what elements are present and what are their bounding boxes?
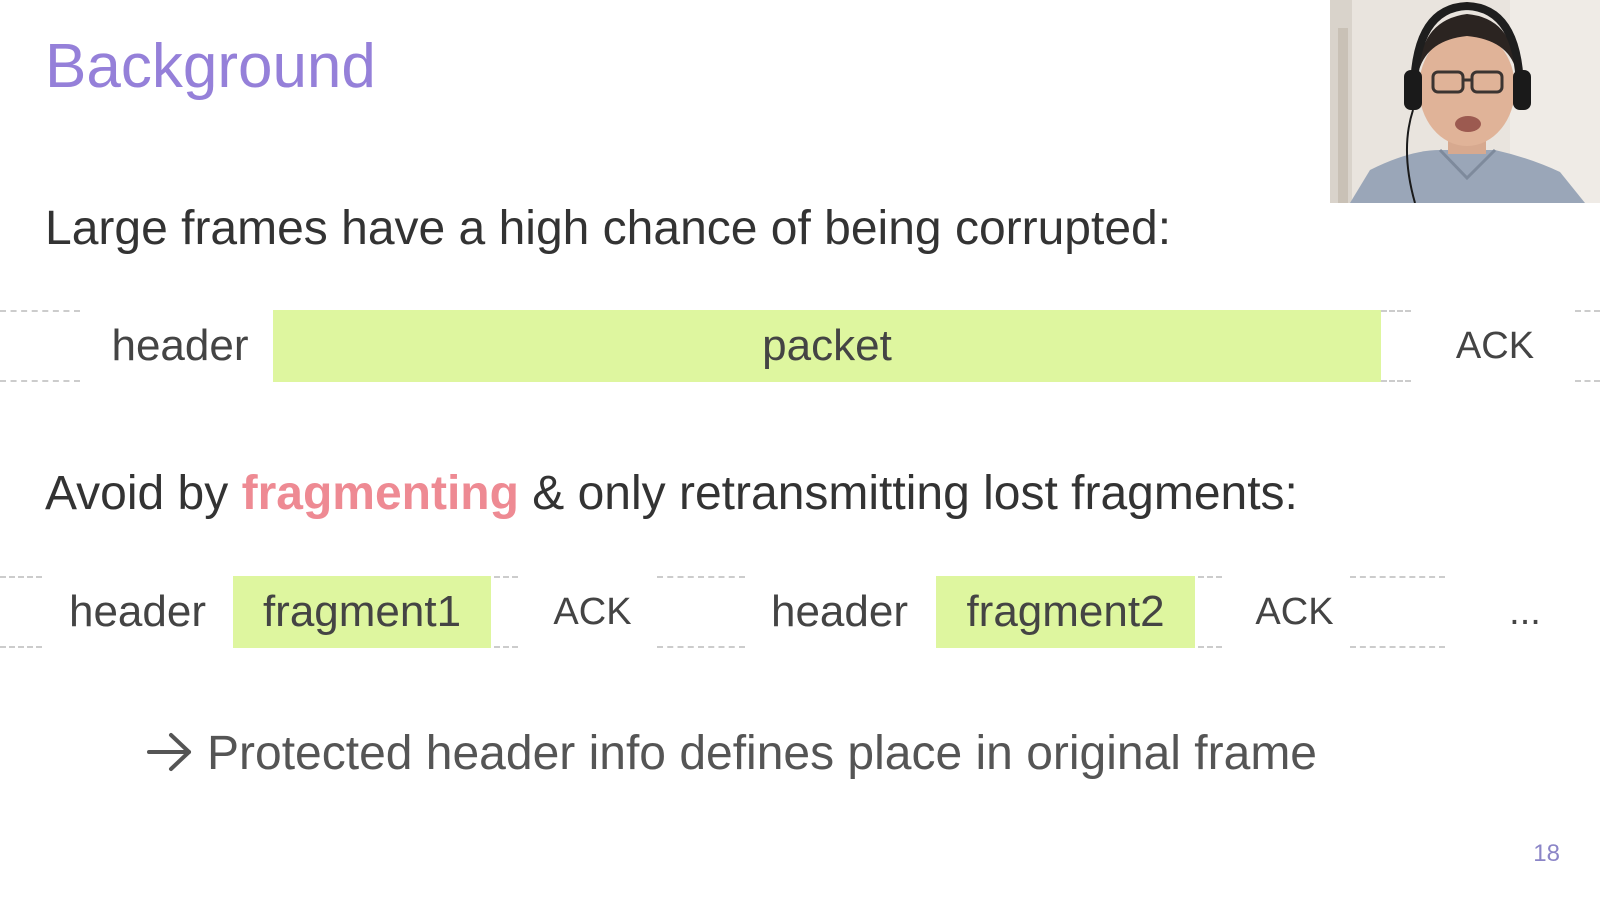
page-number: 18 <box>1533 840 1560 867</box>
fragment-diagram: header fragment1 ACK header fragment2 AC… <box>0 576 1600 648</box>
fragment1-ack-label: ACK <box>553 590 632 633</box>
right-arrow-icon <box>145 730 199 783</box>
slide-title: Background <box>45 32 376 101</box>
conclusion-text: Protected header info defines place in o… <box>207 727 1317 781</box>
statement-large-frames: Large frames have a high chance of being… <box>45 202 1172 255</box>
presenter-webcam <box>1330 0 1600 203</box>
frame-diagram: header packet ACK <box>0 310 1600 382</box>
conclusion-line: Protected header info defines place in o… <box>145 730 1317 783</box>
fragment1-header-label: header <box>68 587 206 636</box>
frame-header-label: header <box>111 321 249 370</box>
fragment2-block: fragment2 <box>936 576 1195 648</box>
fragment2-ack-label: ACK <box>1255 590 1334 633</box>
emphasis-fragmenting: fragmenting <box>241 467 519 520</box>
frame-packet: packet <box>273 310 1381 382</box>
statement-fragmenting: Avoid by fragmenting & only retransmitti… <box>45 470 1298 518</box>
statement-fragmenting-pre: Avoid by <box>45 467 242 520</box>
frame-ack-label: ACK <box>1455 324 1535 367</box>
statement-fragmenting-post: & only retransmitting lost fragments: <box>518 467 1298 520</box>
more-fragments-ellipsis: ... <box>1509 590 1541 633</box>
fragment2-header-label: header <box>770 587 908 636</box>
fragment1-block: fragment1 <box>233 576 491 648</box>
